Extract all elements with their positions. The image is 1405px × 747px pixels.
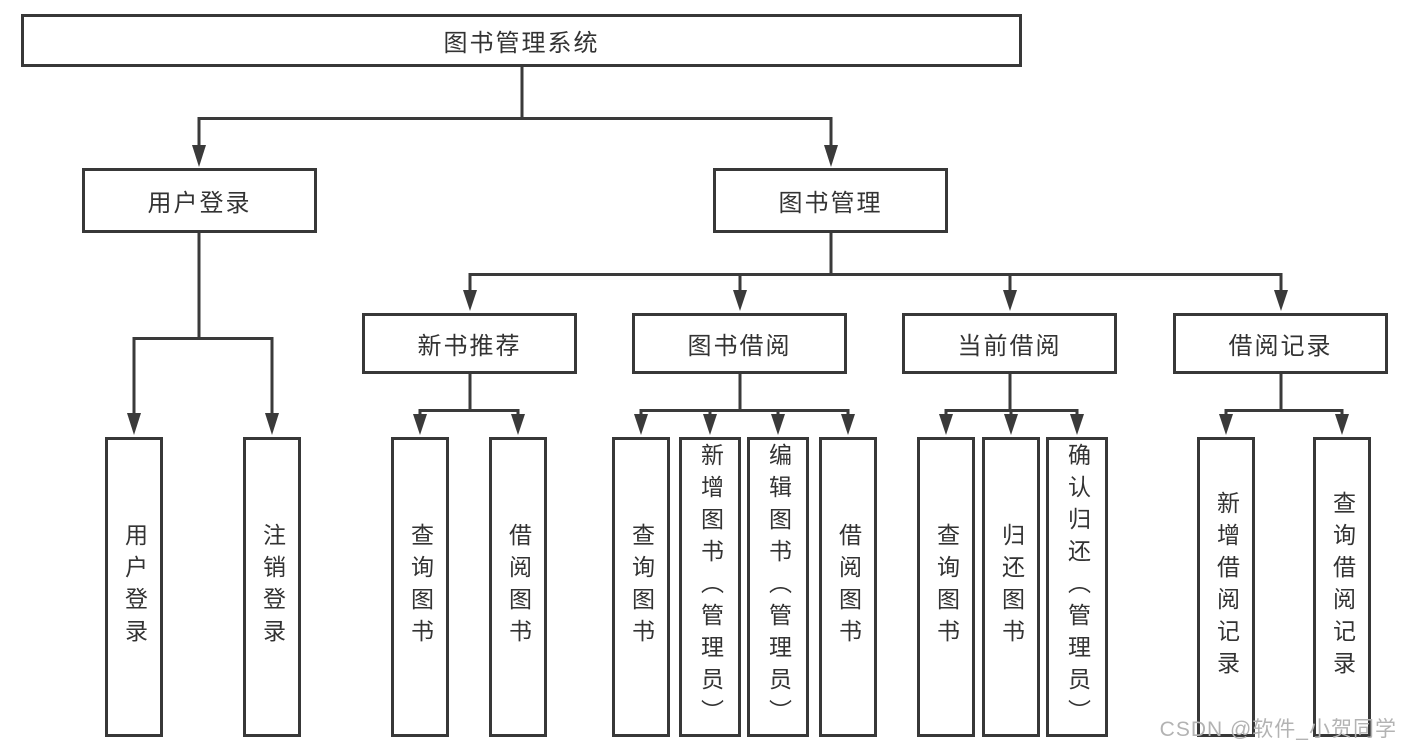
node-borrow-records: 借阅记录 xyxy=(1173,313,1388,374)
leaf-confirm-return-admin-label: 确认归还（管理员） xyxy=(1064,443,1091,731)
leaf-query-books-borrow: 查询图书 xyxy=(612,437,670,737)
leaf-query-borrow-record-label: 查询借阅记录 xyxy=(1329,491,1356,683)
leaf-add-borrow-record: 新增借阅记录 xyxy=(1197,437,1255,737)
connector-user-login-branch xyxy=(127,233,279,435)
leaf-add-borrow-record-label: 新增借阅记录 xyxy=(1213,491,1240,683)
connector-root-to-level1 xyxy=(192,66,838,167)
leaf-logout-label: 注销登录 xyxy=(259,523,286,651)
leaf-return-books: 归还图书 xyxy=(982,437,1040,737)
leaf-query-books-current: 查询图书 xyxy=(917,437,975,737)
leaf-edit-books-admin: 编辑图书（管理员） xyxy=(747,437,809,737)
leaf-query-books-recommend: 查询图书 xyxy=(391,437,449,737)
node-user-login: 用户登录 xyxy=(82,168,317,233)
leaf-borrow-books-label: 借阅图书 xyxy=(835,523,862,651)
leaf-edit-books-admin-label: 编辑图书（管理员） xyxy=(765,443,792,731)
node-root-system: 图书管理系统 xyxy=(21,14,1022,67)
node-new-book-recommend: 新书推荐 xyxy=(362,313,577,374)
node-current-borrow: 当前借阅 xyxy=(902,313,1117,374)
node-user-login-label: 用户登录 xyxy=(147,190,252,217)
node-book-borrow-label: 图书借阅 xyxy=(687,333,792,360)
csdn-watermark: CSDN @软件_小贺同学 xyxy=(1159,718,1397,741)
node-current-borrow-label: 当前借阅 xyxy=(957,333,1062,360)
leaf-add-books-admin-label: 新增图书（管理员） xyxy=(697,443,724,731)
connector-borrow-records-branch xyxy=(1219,374,1349,435)
leaf-borrow-books-recommend: 借阅图书 xyxy=(489,437,547,737)
leaf-user-login-label: 用户登录 xyxy=(121,523,148,651)
leaf-borrow-books-recommend-label: 借阅图书 xyxy=(505,523,532,651)
node-book-management: 图书管理 xyxy=(713,168,948,233)
leaf-query-books-borrow-label: 查询图书 xyxy=(628,523,655,651)
leaf-confirm-return-admin: 确认归还（管理员） xyxy=(1046,437,1108,737)
leaf-return-books-label: 归还图书 xyxy=(998,523,1025,651)
node-book-management-label: 图书管理 xyxy=(778,190,883,217)
leaf-query-books-current-label: 查询图书 xyxy=(933,523,960,651)
connector-book-management-branch xyxy=(463,233,1288,311)
node-book-borrow: 图书借阅 xyxy=(632,313,847,374)
leaf-user-login: 用户登录 xyxy=(105,437,163,737)
leaf-logout: 注销登录 xyxy=(243,437,301,737)
leaf-add-books-admin: 新增图书（管理员） xyxy=(679,437,741,737)
leaf-query-books-recommend-label: 查询图书 xyxy=(407,523,434,651)
node-root-system-label: 图书管理系统 xyxy=(443,30,600,57)
node-borrow-records-label: 借阅记录 xyxy=(1228,333,1333,360)
connector-current-borrow-branch xyxy=(939,374,1084,435)
leaf-query-borrow-record: 查询借阅记录 xyxy=(1313,437,1371,737)
node-new-book-recommend-label: 新书推荐 xyxy=(417,333,522,360)
connector-book-borrow-branch xyxy=(634,374,855,435)
leaf-borrow-books: 借阅图书 xyxy=(819,437,877,737)
connector-new-book-branch xyxy=(413,374,525,435)
